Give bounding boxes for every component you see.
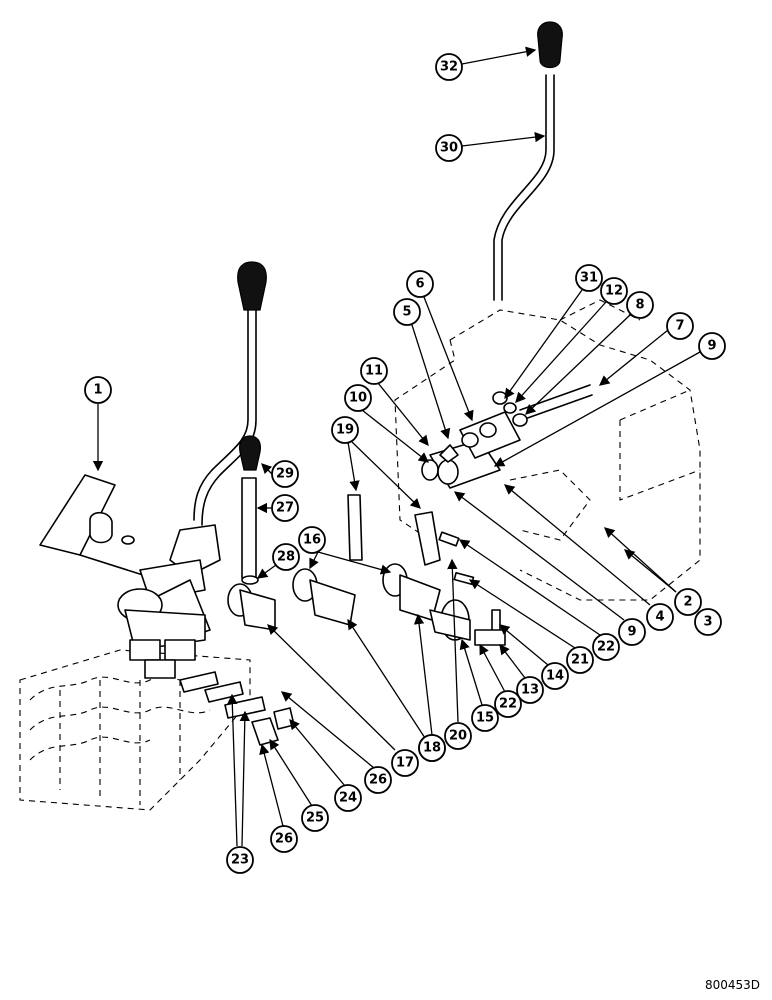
svg-text:22: 22: [499, 697, 517, 712]
svg-text:28: 28: [277, 550, 295, 565]
callout-9a: 9: [493, 332, 726, 467]
svg-text:31: 31: [580, 271, 598, 286]
callout-27: 27: [256, 494, 299, 522]
svg-text:4: 4: [655, 610, 664, 625]
callout-19: 19: [331, 416, 421, 509]
svg-text:7: 7: [675, 319, 684, 334]
svg-text:32: 32: [440, 60, 458, 75]
left-control-lever: [117, 261, 267, 679]
callout-26a: 26: [259, 743, 298, 853]
svg-text:20: 20: [449, 729, 467, 744]
callout-13: 13: [499, 643, 544, 704]
callout-16: 16: [298, 526, 392, 575]
callout-2: 2: [604, 527, 702, 616]
svg-text:13: 13: [521, 683, 539, 698]
right-lever: [493, 21, 563, 301]
svg-text:15: 15: [476, 711, 494, 726]
callout-10: 10: [344, 384, 430, 463]
callout-22b: 22: [479, 643, 522, 718]
lower-links: [179, 671, 295, 746]
svg-text:11: 11: [365, 364, 383, 379]
svg-text:5: 5: [402, 305, 411, 320]
callout-18b: 18: [418, 734, 446, 762]
callout-28: 28: [256, 543, 300, 579]
svg-text:29: 29: [276, 467, 294, 482]
callout-22a: 22: [458, 539, 620, 661]
callout-9b: 9: [453, 491, 646, 646]
callout-1: 1: [84, 376, 112, 472]
svg-text:14: 14: [546, 669, 564, 684]
callout-30: 30: [435, 131, 546, 162]
short-lever: [239, 435, 261, 585]
callout-3: 3: [694, 608, 722, 636]
callout-31: 31: [504, 264, 603, 400]
mounting-bracket: [394, 299, 701, 601]
linkage-brackets: [227, 563, 471, 641]
svg-text:21: 21: [571, 653, 589, 668]
svg-text:25: 25: [306, 811, 324, 826]
svg-text:10: 10: [349, 391, 367, 406]
callout-29: 29: [261, 460, 299, 488]
svg-text:19: 19: [336, 423, 354, 438]
callout-4: 4: [503, 484, 674, 631]
svg-text:26: 26: [369, 773, 387, 788]
callout-23: 23: [226, 693, 254, 874]
svg-text:23: 23: [231, 853, 249, 868]
callout-32: 32: [435, 46, 537, 81]
shift-assembly: [421, 384, 593, 489]
svg-text:26: 26: [275, 832, 293, 847]
callout-26b: 26: [280, 691, 392, 794]
callout-8: 8: [525, 291, 654, 415]
callout-6: 6: [406, 270, 474, 422]
svg-text:9: 9: [707, 339, 716, 354]
callout-24: 24: [289, 719, 362, 812]
callout-17: 17: [267, 624, 419, 777]
svg-text:27: 27: [276, 501, 294, 516]
svg-text:9: 9: [627, 625, 636, 640]
callout-7: 7: [598, 312, 694, 386]
svg-text:30: 30: [440, 141, 458, 156]
svg-text:24: 24: [339, 791, 357, 806]
svg-text:22: 22: [597, 640, 615, 655]
svg-text:17: 17: [396, 756, 414, 771]
svg-text:12: 12: [605, 284, 623, 299]
svg-text:1: 1: [93, 383, 102, 398]
svg-text:2: 2: [683, 595, 692, 610]
svg-text:3: 3: [703, 615, 712, 630]
callout-5: 5: [393, 298, 451, 440]
svg-text:8: 8: [635, 298, 644, 313]
svg-text:18: 18: [423, 741, 441, 756]
callout-20: 20: [444, 558, 472, 750]
svg-text:16: 16: [303, 533, 321, 548]
callout-14: 14: [499, 624, 569, 690]
links-and-pins: [347, 494, 506, 646]
drawing-code: 800453D: [704, 978, 760, 992]
callout-25: 25: [269, 738, 329, 832]
svg-text:6: 6: [415, 277, 424, 292]
callout-15: 15: [459, 638, 499, 732]
callout-12: 12: [515, 277, 628, 403]
callout-11: 11: [360, 357, 429, 447]
callout-21: 21: [468, 579, 594, 674]
